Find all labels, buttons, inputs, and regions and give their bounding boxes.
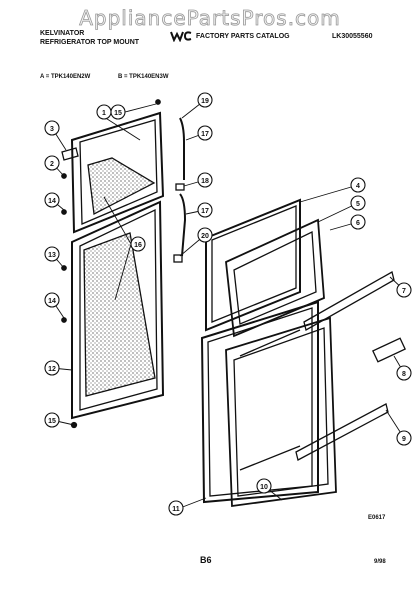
figure-code: E0617 (368, 515, 386, 521)
callout-14b: 14 (48, 298, 56, 305)
callout-10: 10 (260, 484, 268, 491)
callout-1: 1 (102, 110, 106, 117)
callout-19: 19 (201, 98, 209, 105)
product-type: REFRIGERATOR TOP MOUNT (40, 39, 140, 46)
page-label: B6 (200, 555, 212, 565)
callout-7: 7 (402, 288, 406, 295)
callout-15b: 15 (48, 418, 56, 425)
callout-4: 4 (356, 183, 360, 190)
doc-number: LK30055560 (332, 33, 373, 40)
brand-name: KELVINATOR (40, 30, 85, 37)
callout-12: 12 (48, 366, 56, 373)
callout-17a: 17 (201, 131, 209, 138)
callout-3: 3 (50, 126, 54, 133)
callout-9: 9 (402, 436, 406, 443)
model-b: B = TPK140EN3W (118, 74, 169, 80)
catalog-date: 9/98 (374, 559, 386, 565)
model-a: A = TPK140EN2W (40, 74, 91, 80)
catalog-title: FACTORY PARTS CATALOG (196, 33, 290, 40)
wci-logo-icon (170, 31, 192, 42)
callout-17b: 17 (201, 208, 209, 215)
callout-16: 16 (134, 242, 142, 249)
watermark: AppliancePartsPros.com (79, 6, 341, 31)
callout-13: 13 (48, 252, 56, 259)
callout-2: 2 (50, 161, 54, 168)
callout-11: 11 (172, 506, 180, 513)
callout-14a: 14 (48, 198, 56, 205)
callout-5: 5 (356, 201, 360, 208)
callout-15a: 15 (114, 110, 122, 117)
callout-18: 18 (201, 178, 209, 185)
callout-8: 8 (402, 371, 406, 378)
callout-20: 20 (201, 233, 209, 240)
callout-6: 6 (356, 220, 360, 227)
